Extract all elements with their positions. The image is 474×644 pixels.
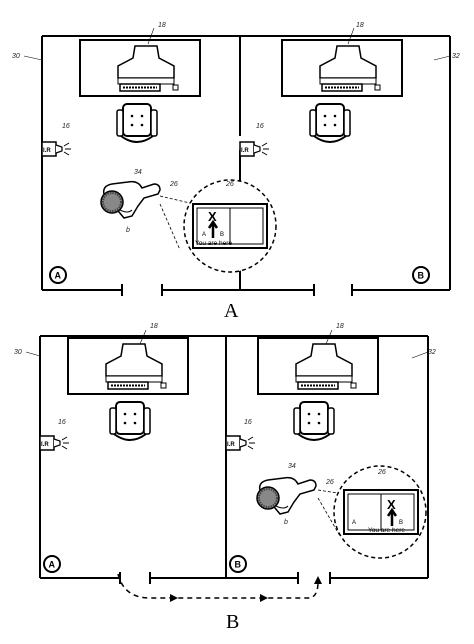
- user-ref-a: 34: [134, 169, 142, 176]
- map-target-b: X: [387, 497, 396, 512]
- walls-b: [39, 335, 429, 584]
- movement-path-arrow: [117, 573, 322, 602]
- figure-b: 30 32 18 I.R 16 18 I.R 16 34 26 b X A B …: [14, 323, 436, 633]
- marker-a-left: A: [49, 266, 67, 284]
- hand-ref-b: b: [284, 519, 288, 526]
- zoom-ref-b: 26: [377, 469, 386, 476]
- monitor-left-ref-b: 18: [150, 323, 158, 330]
- user-a: [100, 180, 161, 219]
- room-left-ref: 30: [12, 53, 20, 60]
- zoom-ref-a: 26: [225, 181, 234, 188]
- map-side-b-b: B: [399, 520, 403, 526]
- zoom-callout-a: X A B You are here: [183, 179, 277, 273]
- monitor-right-ref-b: 18: [336, 323, 344, 330]
- svg-text:B: B: [235, 560, 242, 570]
- device-ref-a: 26: [169, 181, 178, 188]
- room-right-ref: 32: [452, 53, 460, 60]
- svg-text:A: A: [55, 271, 62, 281]
- map-side-b-a: B: [220, 232, 224, 238]
- chair-right-a: [309, 103, 351, 143]
- monitor-right-a: [281, 39, 403, 97]
- hand-ref-a: b: [126, 227, 130, 234]
- monitor-right-b: [257, 337, 379, 395]
- map-target-a: X: [208, 209, 217, 224]
- monitor-left-ref: 18: [158, 22, 166, 29]
- ir-text-left-b: I.R: [41, 442, 49, 448]
- ir-text-right-b: I.R: [227, 442, 235, 448]
- ir-ref-left-a: 16: [62, 123, 70, 130]
- map-side-a-b: A: [352, 520, 356, 526]
- svg-text:A: A: [49, 560, 56, 570]
- map-side-a-a: A: [202, 232, 206, 238]
- ir-text-right-a: I.R: [241, 148, 249, 154]
- ir-ref-left-b: 16: [58, 419, 66, 426]
- svg-text:B: B: [418, 271, 425, 281]
- figure-caption-a: A: [224, 300, 239, 322]
- user-ref-b: 34: [288, 463, 296, 470]
- monitor-left-a: [79, 39, 201, 97]
- chair-right-b: [293, 401, 335, 441]
- room-right-ref-b: 32: [428, 349, 436, 356]
- ir-ref-right-a: 16: [256, 123, 264, 130]
- zoom-callout-b: X A B You are here: [333, 465, 427, 559]
- ir-ref-right-b: 16: [244, 419, 252, 426]
- figure-a: 30 32 18 I.R 16 34 26 b X A B You are he…: [12, 22, 460, 322]
- marker-a-right: B: [412, 266, 430, 284]
- you-are-here-a: You are here: [195, 240, 232, 247]
- room-left-ref-b: 30: [14, 349, 22, 356]
- device-ref-b: 26: [325, 479, 334, 486]
- ir-text-left-a: I.R: [43, 148, 51, 154]
- marker-b-left: A: [43, 555, 61, 573]
- user-b: [256, 476, 317, 515]
- chair-left-a: [116, 103, 158, 143]
- chair-left-b: [109, 401, 151, 441]
- marker-b-right: B: [229, 555, 247, 573]
- figure-caption-b: B: [226, 611, 239, 633]
- monitor-left-b: [67, 337, 189, 395]
- monitor-right-ref: 18: [356, 22, 364, 29]
- you-are-here-b: You are here: [368, 527, 405, 534]
